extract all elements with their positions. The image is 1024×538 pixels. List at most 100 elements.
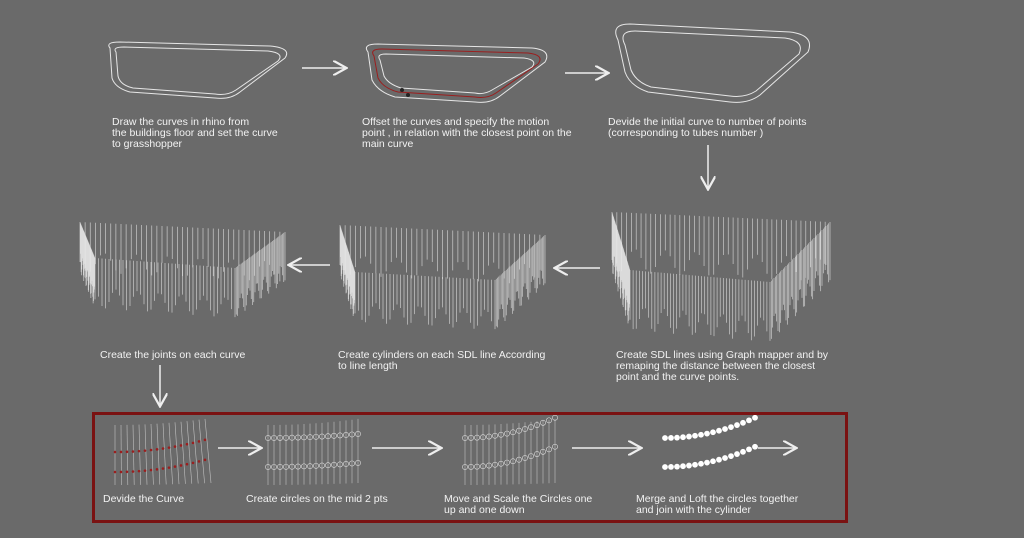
joint-point — [510, 458, 516, 465]
joint-point — [692, 461, 698, 468]
joint-point — [474, 463, 480, 470]
joint-point — [746, 417, 752, 424]
joint-point — [155, 468, 159, 471]
tube-bands — [79, 212, 831, 341]
joint-point — [480, 463, 486, 470]
joint-point — [734, 451, 740, 457]
joint-point — [686, 462, 692, 469]
joint-point — [355, 431, 361, 437]
joint-point — [728, 453, 734, 460]
joint-point — [349, 431, 355, 438]
joint-point — [137, 469, 141, 473]
joint-point — [540, 419, 546, 426]
joint-point — [552, 414, 558, 421]
joint-point — [343, 461, 349, 467]
joint-point — [185, 442, 189, 446]
joint-point — [504, 430, 510, 437]
joint-step-caption: Create circles on the mid 2 pts — [246, 493, 388, 505]
joint-point — [498, 431, 504, 438]
joint-point — [504, 459, 510, 466]
joint-point — [295, 434, 301, 441]
joint-point — [528, 424, 534, 431]
joint-point — [674, 463, 680, 470]
joint-point — [349, 460, 355, 467]
joint-point — [462, 464, 468, 470]
joint-point — [289, 463, 295, 470]
joint-point — [137, 449, 141, 453]
joint-point — [203, 438, 207, 442]
joint-point — [179, 464, 183, 467]
joint-point — [149, 468, 153, 472]
joint-point — [462, 435, 468, 441]
joint-point — [734, 422, 740, 428]
joint-process-frame — [92, 412, 848, 523]
joint-point — [289, 434, 295, 441]
joint-point — [143, 449, 147, 452]
joint-point — [271, 464, 277, 470]
joint-point — [265, 435, 271, 441]
joint-point — [265, 464, 271, 470]
joint-point — [161, 467, 165, 470]
joint-point — [522, 426, 528, 432]
joint-point — [167, 466, 171, 469]
tube-line — [162, 423, 167, 485]
joint-point — [185, 462, 189, 466]
joint-point — [740, 419, 746, 426]
joint-point — [740, 448, 746, 455]
joint-point — [492, 432, 498, 439]
joint-point — [143, 469, 147, 472]
joint-point — [486, 433, 492, 440]
joint-point — [313, 433, 319, 440]
joint-point — [716, 456, 722, 463]
joint-point — [283, 463, 289, 470]
tube-line — [144, 424, 148, 485]
joint-point — [131, 470, 135, 473]
joint-step-caption: Move and Scale the Circles one up and on… — [444, 493, 593, 516]
joint-point — [325, 462, 331, 469]
joint-point — [161, 447, 165, 450]
tube-line — [138, 424, 141, 485]
step-caption: Create SDL lines using Graph mapper and … — [616, 349, 829, 383]
joint-point — [307, 463, 313, 470]
joint-point — [686, 433, 692, 440]
joint-point — [319, 433, 325, 440]
tube-line — [174, 422, 180, 485]
joint-point — [119, 470, 123, 474]
joint-point — [468, 435, 474, 441]
tube-line — [198, 419, 205, 484]
joint-point — [277, 435, 283, 441]
offset-curves — [365, 43, 548, 103]
joint-point — [468, 464, 474, 470]
joint-point — [325, 433, 331, 440]
joint-point — [722, 455, 728, 461]
step-caption: Devide the initial curve to number of po… — [608, 116, 807, 139]
joint-point — [277, 464, 283, 470]
joint-point — [534, 422, 540, 428]
joint-illustrations — [113, 414, 758, 485]
joint-point — [480, 434, 486, 441]
joint-point — [283, 434, 289, 441]
joint-point — [710, 429, 716, 436]
joint-step-caption: Devide the Curve — [103, 493, 185, 505]
joint-point — [474, 434, 480, 441]
joint-point — [179, 444, 183, 447]
joint-point — [710, 458, 716, 465]
joint-point — [197, 460, 201, 463]
joint-point — [167, 446, 171, 449]
tube-line — [168, 422, 173, 485]
joint-point — [113, 470, 117, 474]
joint-point — [191, 461, 195, 465]
joint-point — [698, 431, 704, 438]
joint-point — [113, 450, 117, 454]
joint-point — [752, 443, 758, 450]
joint-point — [516, 427, 522, 434]
joint-point — [510, 429, 516, 436]
tube-line — [204, 418, 212, 484]
joint-point — [728, 424, 734, 431]
joint-point — [698, 460, 704, 467]
joint-point — [498, 460, 504, 467]
joint-point — [125, 450, 129, 454]
joint-point — [746, 446, 752, 453]
joint-point — [173, 445, 177, 448]
joint-point — [680, 463, 686, 470]
